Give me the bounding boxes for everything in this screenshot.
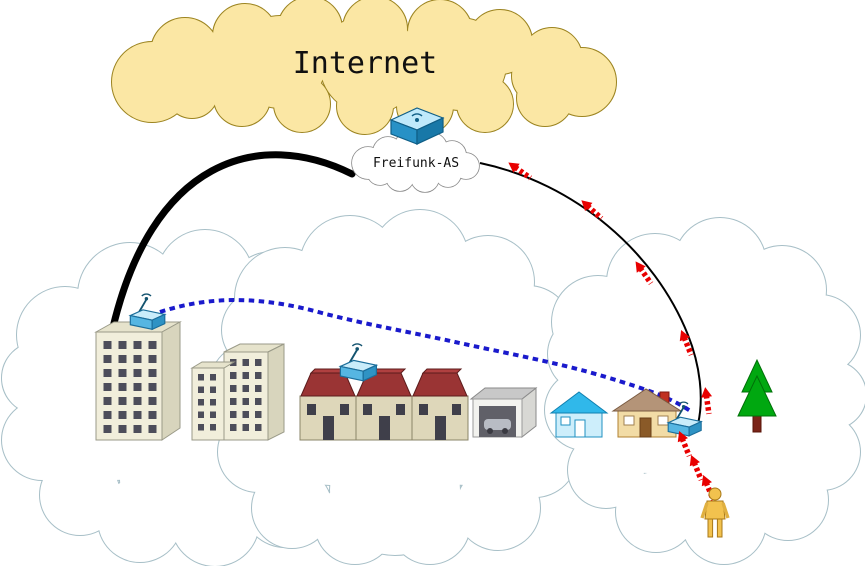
blue-house-icon bbox=[549, 391, 609, 438]
row-houses-icon bbox=[299, 368, 469, 441]
person-icon bbox=[700, 487, 730, 538]
orange-house-icon bbox=[611, 388, 683, 438]
garage-icon bbox=[469, 386, 538, 439]
apartment-building-icon bbox=[190, 343, 285, 441]
tree-icon bbox=[737, 358, 777, 433]
mesh-link bbox=[159, 298, 694, 414]
wired-backbone-link bbox=[107, 151, 356, 340]
freifunk-as-label: Freifunk-AS bbox=[373, 156, 459, 171]
internet-label: Internet bbox=[293, 46, 438, 81]
wireless-backbone-link bbox=[479, 162, 702, 425]
office-building-icon bbox=[94, 321, 182, 441]
wireless-flash-icon bbox=[578, 196, 605, 222]
